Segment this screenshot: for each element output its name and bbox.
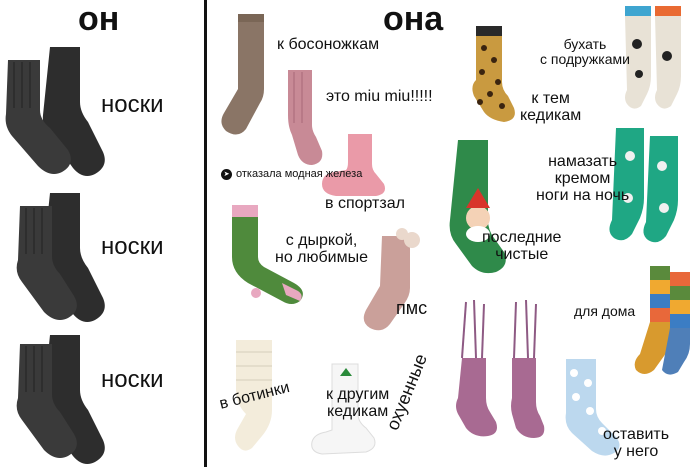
christmas-sock (449, 140, 506, 274)
label-socks-3: носки (101, 366, 164, 393)
divider (204, 0, 207, 467)
label-cream: намазать кремом ноги на ночь (536, 153, 630, 204)
label-friends: бухать с подружками (540, 37, 630, 66)
label-leopard-line2: кедикам (520, 106, 582, 124)
header-he: он (78, 0, 120, 38)
label-socks-2: носки (101, 233, 164, 260)
pink-miumiu-sock (288, 70, 323, 165)
label-friends-line2: с подружками (540, 50, 630, 67)
beige-sock (221, 14, 264, 135)
label-socks-1: носки (101, 91, 164, 118)
cream-boot-sock (235, 340, 272, 451)
black-socks-1 (5, 47, 105, 176)
watermark: ➤ отказала модная железа (221, 168, 362, 180)
label-home: для дома (574, 303, 636, 319)
label-adidas: к другим кедикам (326, 386, 390, 421)
black-socks-3 (16, 335, 105, 464)
label-pms: пмс (396, 298, 428, 318)
pms-sock (363, 228, 420, 331)
label-green: с дыркой, но любимые (275, 232, 369, 267)
label-xmas: последние чистые (482, 229, 562, 264)
label-cream-line3: ноги на ночь (536, 186, 630, 204)
striped-home-socks (634, 266, 690, 375)
label-cream-line2: кремом (554, 169, 611, 187)
header-she: она (383, 0, 444, 38)
white-adidas-sock (311, 363, 376, 455)
label-leopard: к тем кедикам (520, 90, 582, 125)
leopard-sock (472, 26, 515, 122)
pink-gym-sock (322, 134, 385, 196)
green-sock (232, 205, 303, 304)
label-xmas-line2: чистые (495, 245, 549, 263)
label-xmas-line1: последние (482, 229, 562, 246)
label-miumiu: это miu miu!!!!! (326, 88, 433, 105)
label-keep-line2: у него (613, 442, 659, 460)
label-fringe: охуенные (382, 350, 431, 434)
label-gym: в спортзал (325, 195, 405, 212)
label-keep: оставить у него (603, 426, 670, 461)
label-green-line2: но любимые (275, 248, 369, 266)
polka-dot-sock (565, 359, 620, 456)
label-beige: к босоножкам (277, 36, 380, 53)
teal-sheep-socks (609, 128, 678, 243)
telegram-icon: ➤ (221, 168, 232, 180)
label-cream-line1: намазать (548, 153, 618, 170)
label-adidas-line1: к другим (326, 386, 390, 403)
black-socks-2 (16, 193, 105, 322)
label-keep-line1: оставить (603, 426, 670, 443)
fringe-socks (456, 299, 545, 438)
label-leopard-line1: к тем (531, 90, 570, 107)
label-adidas-line2: кедикам (327, 402, 389, 420)
watermark-text: отказала модная железа (236, 168, 363, 180)
label-green-line1: с дыркой, (285, 232, 358, 249)
penguin-socks (625, 6, 681, 109)
label-friends-line1: бухать (563, 36, 607, 52)
